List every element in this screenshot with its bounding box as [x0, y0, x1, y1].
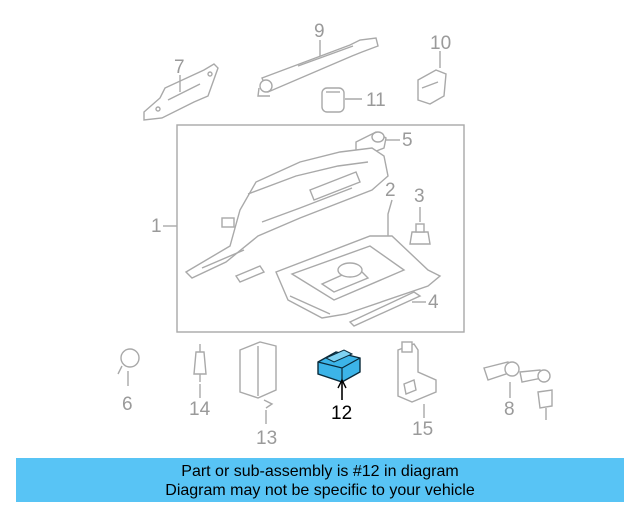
callout-12: 12	[331, 403, 352, 424]
callout-9: 9	[314, 21, 325, 42]
callout-5: 5	[402, 130, 413, 151]
part-12-switch	[317, 349, 361, 383]
callout-15: 15	[412, 419, 433, 440]
callout-8: 8	[504, 399, 515, 420]
banner-line-2: Diagram may not be specific to your vehi…	[165, 482, 475, 499]
callout-6: 6	[122, 394, 133, 415]
part-3-stopper	[409, 223, 431, 245]
part-11-bumper	[321, 87, 345, 113]
callout-11: 11	[366, 90, 386, 111]
callout-1: 1	[151, 216, 162, 237]
banner-line-1: Part or sub-assembly is #12 in diagram	[181, 463, 459, 480]
info-banner: Part or sub-assembly is #12 in diagram D…	[16, 458, 624, 502]
part-13-bracket	[239, 341, 277, 409]
callout-7: 7	[174, 57, 185, 78]
callout-14: 14	[189, 399, 211, 420]
stud	[234, 265, 266, 283]
parts-diagram: 9 7 10 11 5 1 2	[117, 21, 553, 449]
part-15-latch	[397, 341, 437, 403]
callout-3: 3	[414, 186, 425, 207]
part-7-bracket	[143, 63, 219, 121]
glove-box	[275, 235, 442, 319]
callout-2: 2	[385, 180, 396, 201]
part-6-disc	[117, 348, 140, 375]
part-8-lock	[483, 361, 553, 420]
part-4-seal	[348, 291, 422, 327]
part-14-bulb	[193, 344, 207, 382]
callout-13: 13	[256, 428, 277, 449]
part-10-cover	[417, 69, 447, 105]
dash-panel	[184, 147, 389, 279]
callout-10: 10	[430, 33, 451, 54]
callout-4: 4	[428, 292, 439, 313]
part-9-damper	[257, 37, 379, 97]
assembly-frame	[176, 124, 465, 333]
